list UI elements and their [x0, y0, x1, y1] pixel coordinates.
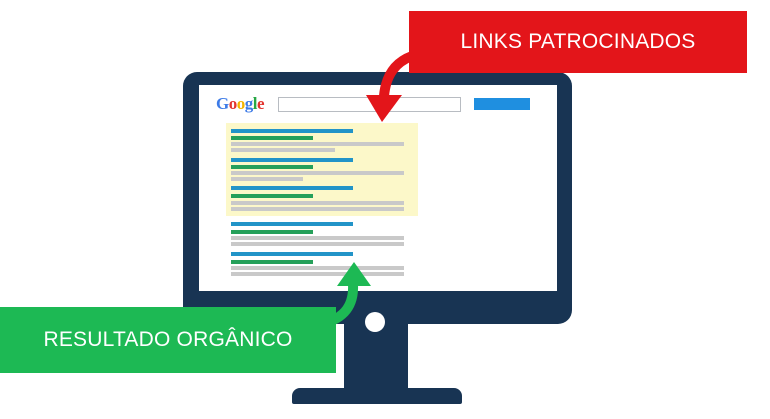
logo-letter: o: [236, 94, 246, 113]
result-url-line: [231, 260, 313, 264]
organic-result-banner: RESULTADO ORGÂNICO: [0, 307, 336, 373]
organic-result[interactable]: [231, 252, 406, 276]
red-arrow-icon: [379, 51, 414, 97]
result-text-line: [231, 142, 404, 146]
result-text-line: [231, 242, 404, 246]
logo-letter: G: [216, 94, 229, 113]
search-button[interactable]: [474, 98, 530, 110]
logo-letter: g: [244, 94, 254, 113]
result-text-line: [231, 207, 404, 211]
result-text-line: [231, 148, 335, 152]
result-url-line: [231, 165, 313, 169]
result-title-line: [231, 252, 353, 256]
result-text-line: [231, 266, 404, 270]
green-arrowhead-icon: [337, 262, 371, 286]
result-url-line: [231, 230, 313, 234]
logo-letter: o: [228, 94, 238, 113]
result-title-line: [231, 186, 353, 190]
organic-result[interactable]: [231, 222, 406, 246]
sponsored-result[interactable]: [231, 158, 406, 182]
logo-letter: l: [252, 94, 258, 113]
result-text-line: [231, 171, 404, 175]
red-arrowhead-icon: [366, 95, 402, 122]
monitor-stand-base: [292, 388, 462, 404]
result-text-line: [231, 272, 404, 276]
sponsored-links-banner: LINKS PATROCINADOS: [409, 11, 747, 73]
monitor-button-icon: [365, 312, 385, 332]
result-title-line: [231, 222, 353, 226]
result-text-line: [231, 236, 404, 240]
result-title-line: [231, 158, 353, 162]
result-text-line: [231, 177, 303, 181]
result-url-line: [231, 136, 313, 140]
logo-letter: e: [256, 94, 265, 113]
monitor-stand-neck: [344, 324, 408, 388]
result-title-line: [231, 129, 353, 133]
result-url-line: [231, 194, 313, 198]
result-text-line: [231, 201, 404, 205]
sponsored-result[interactable]: [231, 129, 406, 153]
google-logo: Google: [216, 94, 265, 114]
sponsored-result[interactable]: [231, 186, 406, 212]
